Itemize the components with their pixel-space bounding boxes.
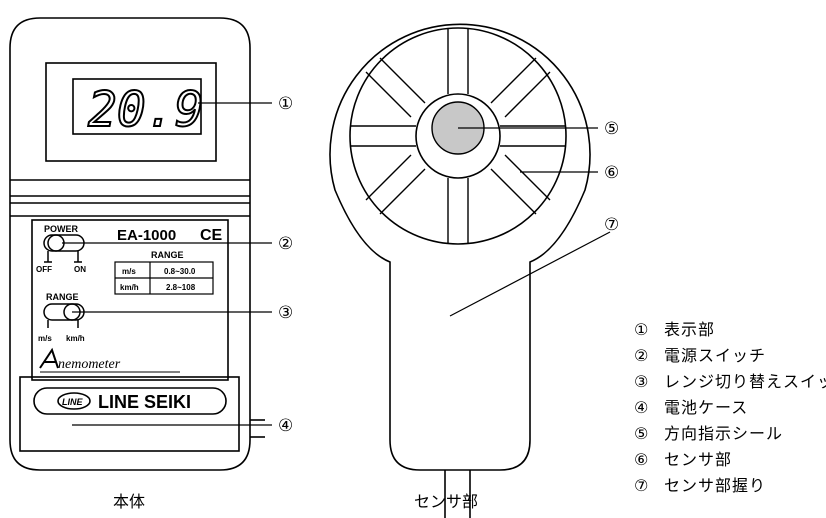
- legend-number: ⑦: [634, 476, 650, 495]
- legend-number: ①: [634, 320, 650, 339]
- callout-4: ④: [278, 416, 293, 436]
- sensor-unit: [329, 23, 591, 518]
- legend-item: ① 表示部: [634, 316, 715, 340]
- callout-5: ⑤: [604, 119, 619, 139]
- legend-number: ⑥: [634, 450, 650, 469]
- callout-1: ①: [278, 94, 293, 114]
- brand-text: LINE SEIKI: [98, 392, 191, 412]
- ms-label: m/s: [38, 334, 52, 343]
- legend-text: 電池ケース: [664, 398, 749, 417]
- off-label: OFF: [36, 265, 52, 274]
- fan-blades: [350, 28, 566, 244]
- caption-sensor: センサ部: [414, 492, 479, 511]
- kmh-label: km/h: [66, 334, 85, 343]
- lcd-reading: 20.9: [88, 82, 204, 138]
- caption-body: 本体: [113, 492, 146, 511]
- range-table: [114, 261, 214, 295]
- power-label: POWER: [44, 224, 79, 234]
- model-label: EA-1000: [117, 227, 176, 244]
- anemometer-logo: [39, 347, 180, 373]
- ce-mark: CE: [200, 227, 223, 244]
- fan-hub-outer: [415, 93, 501, 179]
- range-switch: [43, 303, 85, 328]
- legend-text: 方向指示シール: [664, 424, 784, 443]
- brand-oval: [33, 387, 227, 415]
- display-window: [45, 62, 217, 162]
- callout-7: ⑦: [604, 215, 619, 235]
- range-heading: RANGE: [151, 250, 184, 260]
- on-label: ON: [74, 265, 86, 274]
- battery-case: [19, 376, 240, 452]
- legend-number: ③: [634, 372, 650, 391]
- legend-text: レンジ切り替えスイッチ: [664, 372, 826, 391]
- legend-text: 電源スイッチ: [664, 346, 767, 365]
- control-panel: [31, 219, 229, 381]
- legend-text: 表示部: [664, 320, 716, 339]
- legend-item: ⑥ センサ部: [634, 446, 732, 470]
- power-switch: [43, 234, 85, 263]
- range-table-value: 2.8~108: [166, 283, 196, 292]
- legend-item: ⑤ 方向指示シール: [634, 420, 783, 444]
- range-table-unit: m/s: [122, 267, 136, 276]
- line-logo-text: LINE: [62, 397, 83, 407]
- range-table-unit: km/h: [120, 283, 139, 292]
- anemometer-text: nemometer: [58, 357, 121, 372]
- legend-text: センサ部: [664, 450, 733, 469]
- callout-6: ⑥: [604, 163, 619, 183]
- legend-number: ②: [634, 346, 650, 365]
- line-logo-oval: [57, 392, 91, 410]
- legend-text: センサ部握り: [664, 476, 767, 495]
- legend-item: ③ レンジ切り替えスイッチ: [634, 368, 826, 392]
- legend-item: ④ 電池ケース: [634, 394, 748, 418]
- case-outline: [9, 17, 251, 471]
- callout-2: ②: [278, 234, 293, 254]
- callout-3: ③: [278, 303, 293, 323]
- main-body: [9, 17, 265, 471]
- range-switch-label: RANGE: [46, 292, 79, 302]
- legend-number: ⑤: [634, 424, 650, 443]
- legend-item: ② 電源スイッチ: [634, 342, 766, 366]
- legend-number: ④: [634, 398, 650, 417]
- fan-ring: [349, 27, 567, 245]
- range-table-value: 0.8~30.0: [164, 267, 196, 276]
- callout-lines: [62, 102, 611, 426]
- lcd-screen: [72, 78, 202, 135]
- sensor-outline: [329, 23, 591, 471]
- legend-item: ⑦ センサ部握り: [634, 472, 766, 496]
